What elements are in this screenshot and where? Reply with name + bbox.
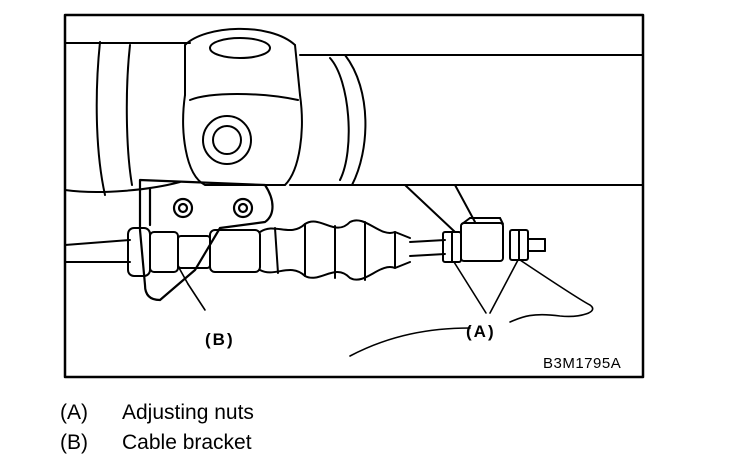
- adjusting-assembly: [404, 184, 546, 263]
- figure-code: B3M1795A: [543, 355, 621, 372]
- legend-key-a: (A): [60, 401, 88, 424]
- legend: (A) Adjusting nuts (B) Cable bracket: [60, 398, 660, 458]
- cable-bracket: [138, 178, 274, 302]
- leader-lines: [177, 259, 594, 357]
- legend-item-a: (A) Adjusting nuts: [60, 398, 660, 428]
- universal-joint: [182, 27, 303, 186]
- clevis: [460, 222, 504, 262]
- legend-desc-b: Cable bracket: [122, 431, 252, 454]
- figure-frame: [63, 13, 645, 379]
- diagram-figure: (B) (A) B3M1795A: [63, 13, 645, 379]
- diagram-svg: (B) (A) B3M1795A: [63, 13, 645, 379]
- callout-a: (A): [466, 322, 496, 341]
- rubber-boot: [259, 219, 411, 281]
- transmission-housing: [64, 41, 644, 196]
- cable-fitting: [64, 227, 261, 277]
- legend-desc-a: Adjusting nuts: [122, 401, 254, 424]
- callout-b: (B): [205, 330, 235, 349]
- legend-item-b: (B) Cable bracket: [60, 428, 660, 458]
- legend-key-b: (B): [60, 431, 88, 454]
